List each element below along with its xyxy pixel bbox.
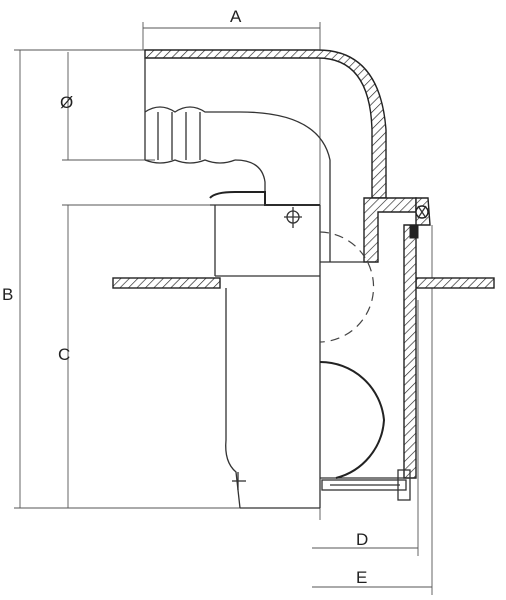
cap-section	[209, 191, 321, 508]
dimension-label-c: C	[58, 345, 70, 364]
bottom-bolt	[321, 469, 411, 501]
ball-float	[319, 231, 386, 479]
dimension-label-e: E	[356, 568, 367, 587]
outer-housing	[320, 205, 429, 479]
dimension-label-d: D	[356, 530, 368, 549]
dimension-label-a: A	[230, 7, 242, 26]
dimension-label-diameter: Ø	[60, 93, 73, 112]
elbow-pipe	[144, 49, 431, 263]
dimension-label-b: B	[2, 285, 13, 304]
deck-plate	[112, 277, 495, 289]
lower-body	[225, 288, 320, 509]
